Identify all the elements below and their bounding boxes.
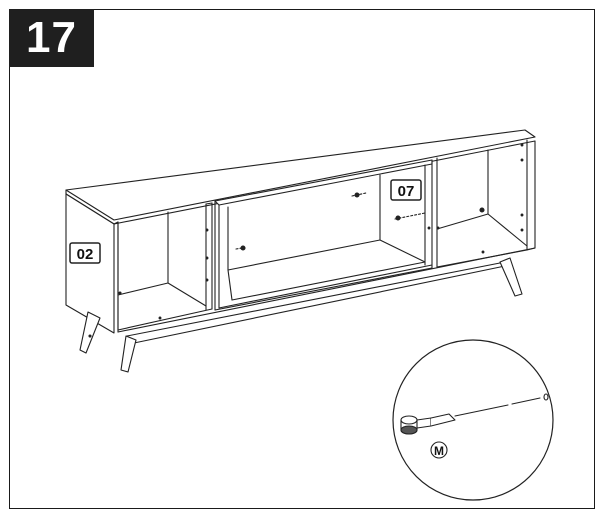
right-compartment: [436, 139, 536, 268]
cabinet-top: [65, 129, 536, 225]
hardware-label-M-text: M: [434, 444, 444, 458]
middle-compartment: [214, 159, 433, 311]
part-label-07: [390, 179, 422, 201]
part-label-02-text: 02: [77, 246, 94, 263]
hardware-label-M: [430, 441, 448, 459]
part-label-02: [69, 242, 101, 264]
instruction-frame: [9, 9, 595, 509]
part-label-07-text: 07: [398, 183, 415, 200]
left-compartment: [117, 202, 213, 331]
step-number: 17: [9, 9, 94, 67]
detail-callout-circle: [392, 339, 554, 501]
cabinet-legs: [79, 257, 523, 373]
base-frame: [117, 247, 536, 344]
